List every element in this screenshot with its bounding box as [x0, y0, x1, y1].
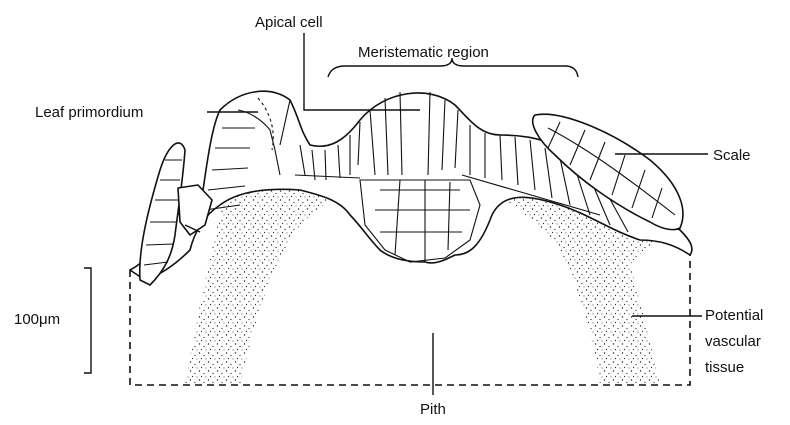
scale-bar	[84, 268, 91, 373]
label-apical-cell: Apical cell	[255, 14, 323, 31]
label-potential-vascular-tissue-line1: Potential	[705, 307, 763, 324]
label-potential-vascular-tissue-line2: vascular	[705, 333, 761, 350]
left-scale-structure	[140, 143, 212, 285]
label-leaf-primordium: Leaf primordium	[35, 104, 143, 121]
label-scale: Scale	[713, 147, 751, 164]
label-meristematic-region: Meristematic region	[358, 44, 489, 61]
label-pith: Pith	[420, 401, 446, 418]
label-potential-vascular-tissue-line3: tissue	[705, 359, 744, 376]
scale-bar-label: 100μm	[14, 311, 60, 328]
